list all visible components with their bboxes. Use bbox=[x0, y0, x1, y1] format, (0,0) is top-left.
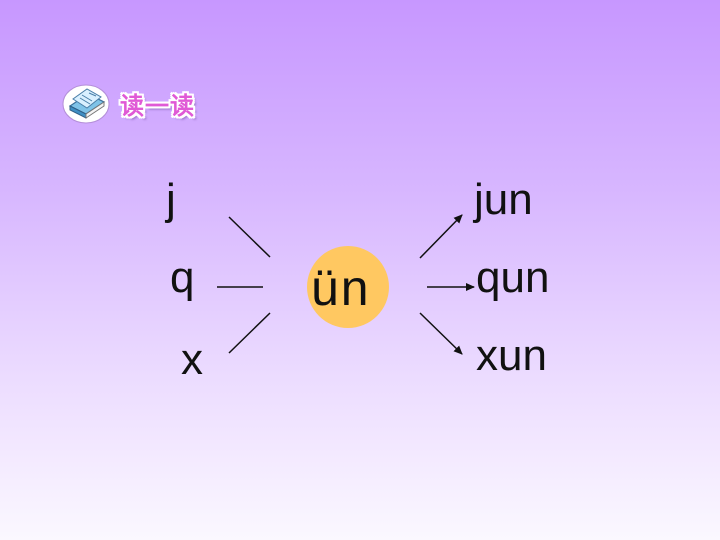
section-header: 读一读 bbox=[62, 80, 222, 124]
final-highlight-circle bbox=[307, 246, 389, 328]
line-x-to-final bbox=[228, 312, 271, 354]
result-xun: xun bbox=[476, 331, 547, 380]
section-title: 读一读 bbox=[120, 92, 195, 120]
line-j-to-final bbox=[228, 216, 271, 258]
initial-x: x bbox=[181, 335, 203, 384]
final-un: ün bbox=[311, 260, 371, 316]
result-qun: qun bbox=[476, 253, 550, 302]
book-icon bbox=[62, 84, 110, 124]
result-jun: jun bbox=[474, 175, 533, 224]
arrow-to-xun bbox=[419, 312, 463, 355]
initial-q: q bbox=[170, 253, 195, 302]
initial-j: j bbox=[166, 175, 176, 224]
arrow-to-jun bbox=[419, 214, 463, 259]
